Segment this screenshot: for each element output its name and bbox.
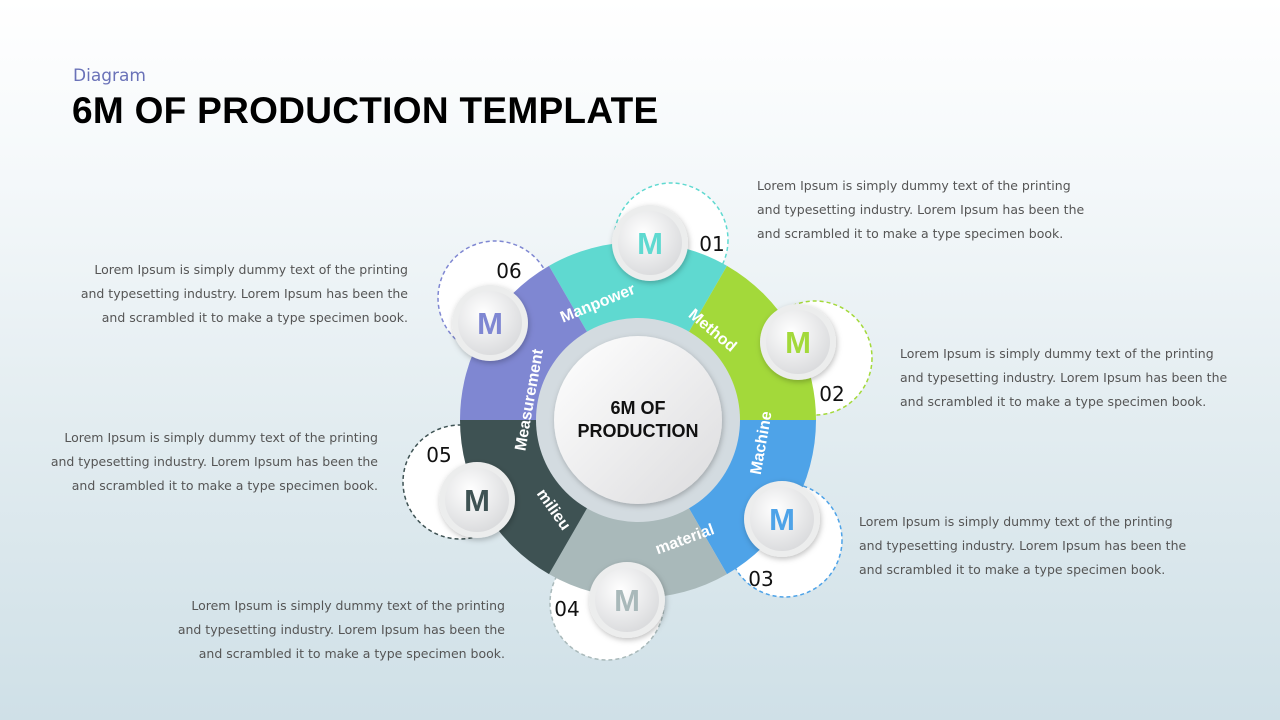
badge-letter: M (637, 226, 663, 261)
badge-inner (750, 487, 814, 551)
desc-line: and typesetting industry. Lorem Ipsum ha… (177, 622, 505, 637)
desc-line: and scrambled it to make a type specimen… (101, 310, 408, 325)
badge-letter: M (785, 325, 811, 360)
badge-02[interactable]: M (760, 304, 836, 380)
slide-title: 6M OF PRODUCTION TEMPLATE (72, 90, 659, 131)
badge-inner (766, 310, 830, 374)
step-number: 04 (554, 597, 579, 621)
desc-line: Lorem Ipsum is simply dummy text of the … (64, 430, 378, 445)
badge-letter: M (614, 583, 640, 618)
description-03: Lorem Ipsum is simply dummy text of the … (859, 510, 1186, 582)
step-number: 05 (426, 443, 451, 467)
step-number: 02 (819, 382, 844, 406)
desc-line: and scrambled it to make a type specimen… (757, 226, 1064, 241)
badge-05[interactable]: M (439, 462, 515, 538)
desc-line: Lorem Ipsum is simply dummy text of the … (900, 346, 1214, 361)
badge-inner (595, 568, 659, 632)
description-05: Lorem Ipsum is simply dummy text of the … (51, 426, 378, 498)
badge-inner (618, 211, 682, 275)
badge-01[interactable]: M (612, 205, 688, 281)
desc-line: and typesetting industry. Lorem Ipsum ha… (80, 286, 408, 301)
step-number: 03 (748, 567, 773, 591)
badge-letter: M (464, 483, 490, 518)
desc-line: and scrambled it to make a type specimen… (71, 478, 378, 493)
desc-line: and typesetting industry. Lorem Ipsum ha… (900, 370, 1228, 385)
badge-inner (458, 291, 522, 355)
desc-line: and typesetting industry. Lorem Ipsum ha… (757, 202, 1085, 217)
description-02: Lorem Ipsum is simply dummy text of the … (900, 342, 1227, 414)
desc-line: and scrambled it to make a type specimen… (198, 646, 505, 661)
badge-inner (445, 468, 509, 532)
desc-line: Lorem Ipsum is simply dummy text of the … (757, 178, 1071, 193)
desc-line: Lorem Ipsum is simply dummy text of the … (191, 598, 505, 613)
desc-line: Lorem Ipsum is simply dummy text of the … (94, 262, 408, 277)
description-06: Lorem Ipsum is simply dummy text of the … (81, 258, 408, 330)
slide-subtitle: Diagram (73, 66, 146, 86)
badge-04[interactable]: M (589, 562, 665, 638)
desc-line: Lorem Ipsum is simply dummy text of the … (859, 514, 1173, 529)
step-number: 01 (699, 232, 724, 256)
description-01: Lorem Ipsum is simply dummy text of the … (757, 174, 1084, 246)
badge-03[interactable]: M (744, 481, 820, 557)
center-title-line2: PRODUCTION (578, 421, 699, 441)
badge-letter: M (477, 306, 503, 341)
description-04: Lorem Ipsum is simply dummy text of the … (178, 594, 505, 666)
center-disc (554, 336, 722, 504)
desc-line: and typesetting industry. Lorem Ipsum ha… (859, 538, 1187, 553)
center-title-line1: 6M OF (610, 398, 665, 418)
badge-06[interactable]: M (452, 285, 528, 361)
step-number: 06 (496, 259, 521, 283)
desc-line: and scrambled it to make a type specimen… (859, 562, 1166, 577)
desc-line: and typesetting industry. Lorem Ipsum ha… (50, 454, 378, 469)
desc-line: and scrambled it to make a type specimen… (900, 394, 1207, 409)
badge-letter: M (769, 502, 795, 537)
